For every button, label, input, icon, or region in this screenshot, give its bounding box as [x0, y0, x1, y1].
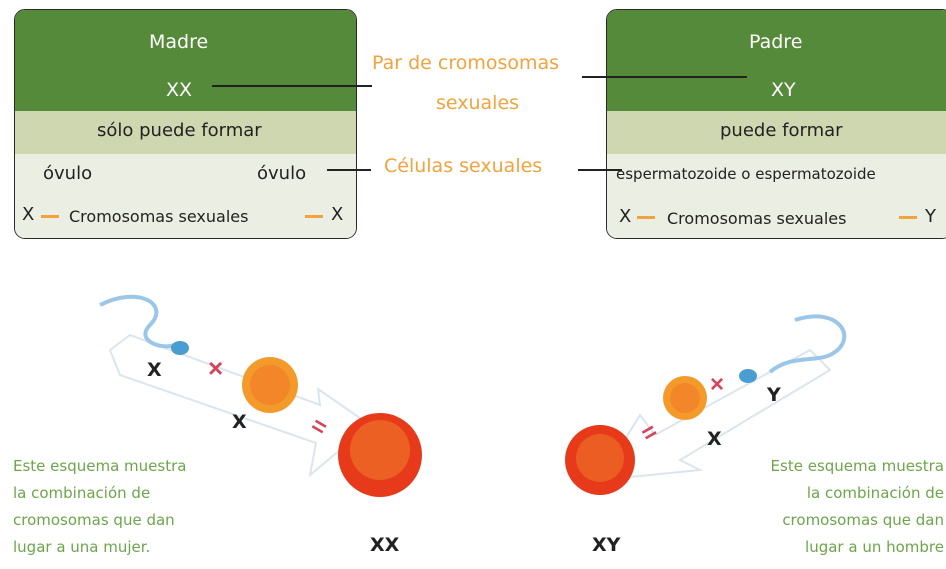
female-result: XX — [370, 534, 400, 556]
female-caption-line: Este esquema muestra — [13, 457, 187, 475]
padre-dash-left — [637, 216, 655, 219]
sperm-head — [739, 369, 757, 383]
cross-symbol: × — [208, 353, 223, 383]
madre-sexual-label: Cromosomas sexuales — [69, 207, 249, 226]
male-caption-line: lugar a un hombre — [805, 538, 944, 556]
padre-title: Padre — [749, 31, 803, 53]
madre-band — [15, 111, 356, 154]
cells-line-right — [578, 169, 622, 171]
female-caption-line: cromosomas que dan — [13, 511, 175, 529]
white-arrow — [598, 348, 832, 482]
male-fertilization-illustration: × = — [565, 314, 847, 495]
padre-cells-text: espermatozoide o espermatozoide — [616, 165, 876, 183]
madre-header — [15, 10, 356, 111]
sperm-tail — [768, 314, 847, 374]
padre-box: Padre XY puede formar espermatozoide o e… — [606, 9, 946, 239]
padre-band — [607, 111, 946, 154]
padre-dash-right — [899, 216, 917, 219]
pair-line-right — [582, 76, 747, 78]
male-x: X — [707, 428, 722, 450]
padre-cells-area — [607, 154, 946, 238]
female-caption-line: lugar a una mujer. — [13, 538, 151, 556]
male-caption-line: cromosomas que dan — [782, 511, 944, 529]
padre-sexual-label: Cromosomas sexuales — [667, 209, 847, 228]
madre-x-right: X — [331, 204, 344, 225]
pair-line-left — [212, 85, 372, 87]
padre-band-text: puede formar — [720, 120, 843, 141]
madre-dash-left — [41, 215, 59, 218]
pair-label-line1: Par de cromosomas — [372, 52, 560, 74]
madre-box: Madre XX sólo puede formar óvulo óvulo X… — [14, 9, 357, 239]
female-x2: X — [232, 411, 247, 433]
female-x1: X — [147, 359, 162, 381]
cells-line-left — [327, 169, 371, 171]
sperm-head — [171, 341, 189, 355]
padre-x-left: X — [619, 206, 632, 227]
madre-cell-right: óvulo — [257, 163, 307, 184]
madre-dash-right — [305, 215, 323, 218]
male-caption-line: Este esquema muestra — [770, 457, 944, 475]
female-fertilization-illustration: × = — [99, 294, 422, 497]
male-caption: Este esquema muestra la combinación de c… — [738, 453, 944, 561]
madre-chromosomes: XX — [166, 79, 193, 101]
male-result: XY — [592, 534, 621, 556]
female-caption-line: la combinación de — [13, 484, 151, 502]
pair-label-line2: sexuales — [436, 92, 520, 114]
padre-header — [607, 10, 946, 111]
padre-chromosomes: XY — [771, 79, 796, 101]
madre-cells-area — [15, 154, 356, 238]
madre-band-text: sólo puede formar — [97, 120, 262, 141]
madre-cell-left: óvulo — [43, 163, 93, 184]
madre-x-left: X — [22, 204, 35, 225]
male-caption-line: la combinación de — [806, 484, 944, 502]
male-y: Y — [767, 384, 781, 406]
sperm-tail — [99, 294, 176, 349]
female-caption: Este esquema muestra la combinación de c… — [13, 453, 186, 561]
cross-symbol: × — [710, 371, 724, 398]
cells-label: Células sexuales — [384, 155, 543, 177]
madre-title: Madre — [149, 31, 209, 53]
padre-x-right: Y — [925, 206, 936, 227]
